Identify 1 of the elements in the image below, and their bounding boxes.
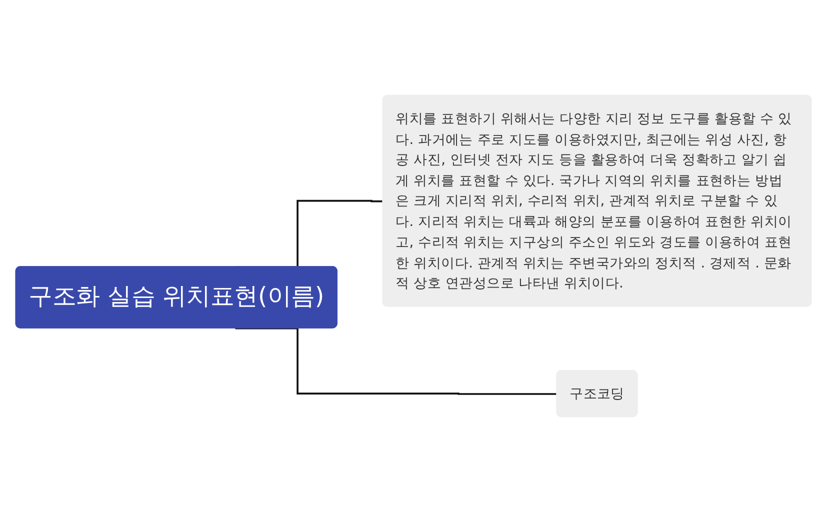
connector [235, 327, 558, 395]
